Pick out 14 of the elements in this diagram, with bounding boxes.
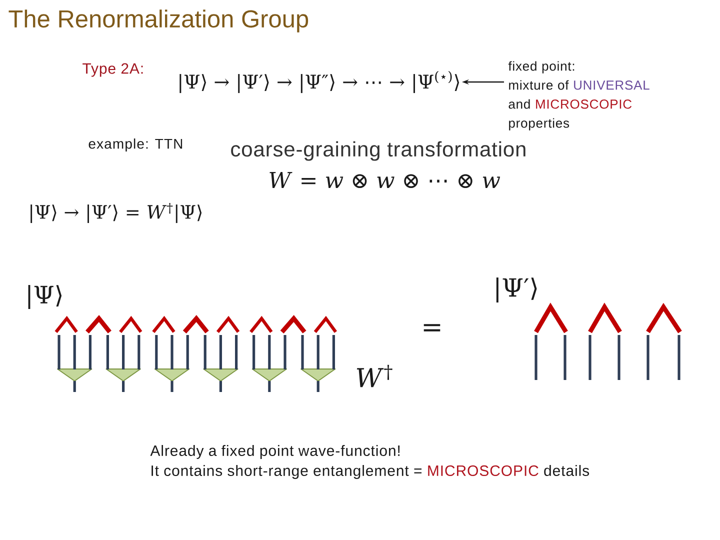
formula: |Ψ⟩ → |Ψ′⟩ = W$^{†}$|Ψ⟩ — [30, 202, 202, 224]
heading-text: coarse-graining transformation — [231, 141, 526, 161]
title: The Renormalization Group — [8, 10, 308, 32]
section-label: Type 2A: — [82, 63, 143, 77]
formula: W = w ⊗ w ⊗ ⋯ ⊗ w — [270, 172, 500, 188]
text-label: example: TTN — [88, 138, 182, 152]
equals-sign: = — [424, 324, 440, 332]
formula: |Ψ⟩ → |Ψ′⟩ → |Ψ″⟩ → ⋯ → |Ψ$^{(⋆)}$⟩ — [180, 70, 460, 94]
note-text: It contains short-range entanglement = MICROSCOPIC details — [152, 465, 590, 479]
state-label: |Ψ′⟩ — [496, 278, 537, 302]
tensor-label: W$^{†}$ — [356, 364, 392, 388]
note-text: Already a fixed point wave-function! — [150, 445, 400, 459]
note-text: fixed point: mixture of UNIVERSAL and MICROSCOPIC properties — [508, 61, 650, 130]
state-label: |Ψ⟩ — [28, 285, 62, 309]
